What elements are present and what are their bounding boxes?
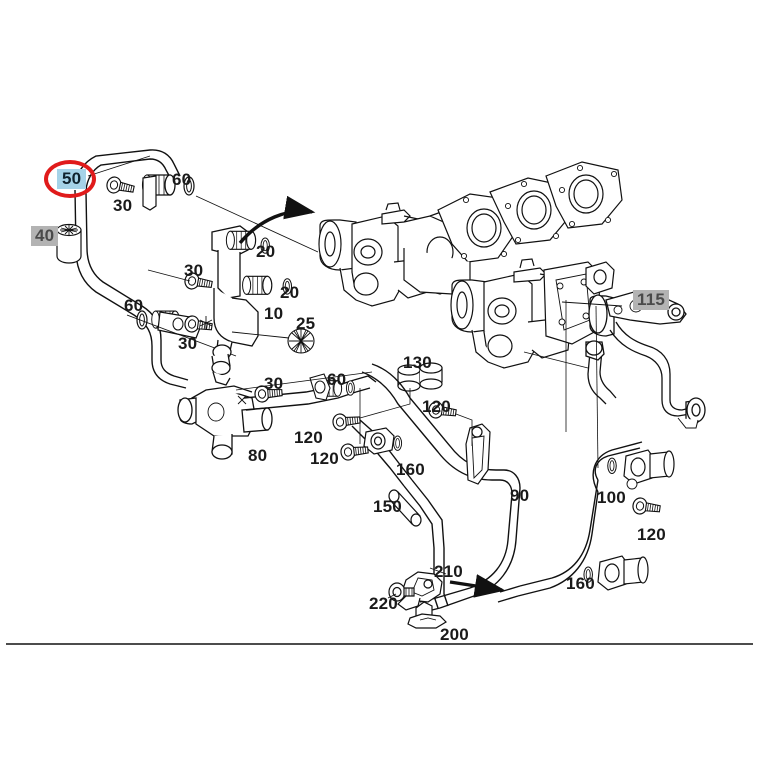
part-label-80[interactable]: 80: [248, 446, 268, 465]
bolt-120-c: [427, 400, 473, 446]
assembly-arrow-upper: [238, 195, 316, 245]
bolt-30-middle: [147, 269, 214, 293]
part-label-150[interactable]: 150: [373, 497, 402, 516]
part-label-40[interactable]: 40: [31, 226, 59, 246]
assembly-arrow-lower: [449, 574, 506, 598]
part-10-oil-block: [199, 225, 259, 386]
part-label-30-middle[interactable]: 30: [184, 261, 204, 280]
part-label-115[interactable]: 115: [633, 290, 670, 310]
fitting-160-upper: [363, 427, 403, 455]
part-label-60-center[interactable]: 60: [327, 370, 347, 389]
part-label-25[interactable]: 25: [296, 314, 316, 333]
part-200-clip: [407, 601, 447, 629]
part-label-20-upper[interactable]: 20: [256, 242, 276, 261]
part-220-bolt: [388, 582, 415, 602]
part-label-120-d[interactable]: 120: [637, 525, 666, 544]
part-label-210[interactable]: 210: [434, 562, 463, 581]
fitting-cluster-upper: [104, 174, 195, 211]
part-label-120-b[interactable]: 120: [294, 428, 323, 447]
part-130-clamp: [397, 362, 443, 392]
part-label-120-a[interactable]: 120: [422, 397, 451, 416]
part-label-160-lower[interactable]: 160: [566, 574, 595, 593]
bolt-120-d: [631, 496, 662, 518]
part-label-60-upper[interactable]: 60: [172, 170, 192, 189]
bolt-120-a: [331, 388, 411, 432]
part-label-130[interactable]: 130: [403, 353, 432, 372]
part-label-220[interactable]: 220: [369, 594, 398, 613]
fitting-60-center: [309, 373, 355, 401]
part-label-10[interactable]: 10: [264, 304, 284, 323]
part-label-200[interactable]: 200: [440, 625, 469, 644]
part-label-20-lower[interactable]: 20: [280, 283, 300, 302]
part-100-coolant-pipe: [497, 441, 643, 603]
part-label-30-upper[interactable]: 30: [113, 196, 133, 215]
part-80-junction-block: [177, 385, 273, 460]
part-115-secondary-hose: [585, 340, 617, 405]
part-label-90[interactable]: 90: [510, 486, 530, 505]
part-label-100[interactable]: 100: [597, 488, 626, 507]
part-label-30-center[interactable]: 30: [264, 374, 284, 393]
bracket-on-pipe-90: [465, 423, 491, 485]
part-25-filter-screen: [231, 328, 315, 354]
fitting-160-lower: [583, 555, 649, 591]
part-label-120-c[interactable]: 120: [310, 449, 339, 468]
part-150-damper: [388, 489, 422, 527]
part-label-30-lower[interactable]: 30: [178, 334, 198, 353]
part-210-bracket: [397, 571, 443, 611]
fitting-100-connector: [607, 449, 675, 490]
left-turbocharger-assembly: [318, 161, 623, 307]
part-label-50[interactable]: 50: [57, 169, 87, 189]
part-40-sleeve: [56, 223, 82, 264]
leader-lines: [87, 155, 599, 599]
part-label-60-lower[interactable]: 60: [124, 296, 144, 315]
part-label-160-upper[interactable]: 160: [396, 460, 425, 479]
